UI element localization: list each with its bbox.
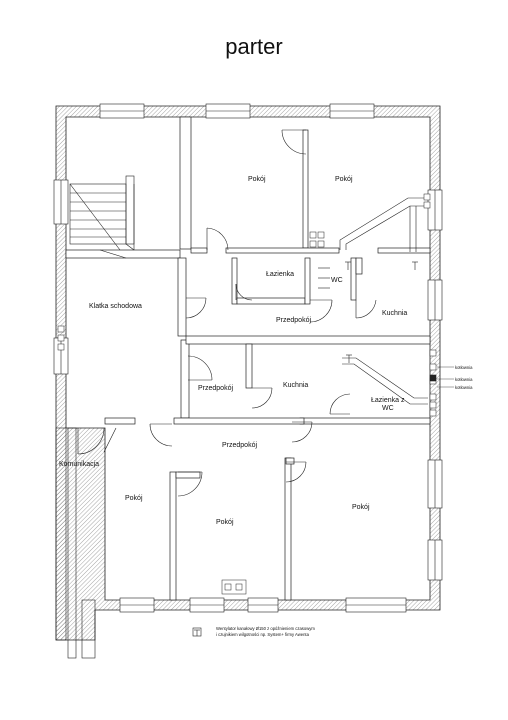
vent-ducts [318, 197, 428, 405]
room-label: Przedpokój [198, 385, 234, 392]
room-label: Pokój [335, 176, 353, 183]
room-label: WC [382, 405, 394, 412]
annotation-label: kotłownia [455, 365, 473, 370]
room-label: Przedpokój [276, 317, 312, 324]
windows [53, 103, 443, 613]
legend-line: i czujnikiem wilgotności np. System+ fir… [216, 631, 309, 637]
room-label: Kuchnia [382, 310, 408, 317]
doors [77, 129, 377, 497]
room-label: Pokój [125, 495, 143, 502]
room-label: Łazienka z [371, 397, 405, 404]
annotation-label: kotłownia [455, 377, 473, 382]
room-label: Przedpokój [222, 442, 258, 449]
fan-icon [192, 627, 202, 637]
room-label: Kuchnia [283, 382, 309, 389]
room-label: WC [331, 277, 343, 284]
interior-walls [65, 116, 431, 601]
room-label: Komunikacja [59, 461, 100, 468]
room-label: Pokój [352, 504, 370, 511]
room-label: Klatka schodowa [89, 303, 142, 310]
room-label: Łazienka [266, 271, 295, 278]
page-title: parter [225, 34, 283, 59]
legend-line: Wentylator kanałowy Ø150 z opóźnieniem c… [216, 626, 315, 631]
legend: Wentylator kanałowy Ø150 z opóźnieniem c… [216, 626, 315, 637]
room-label: Pokój [248, 176, 266, 183]
vent-grilles [57, 193, 437, 595]
staircase [69, 175, 135, 259]
fan-symbols [345, 261, 437, 382]
komunikacja-wall [55, 427, 67, 641]
annotation-label: kotłownia [455, 385, 473, 390]
annotation-leaders [437, 366, 454, 388]
room-label: Pokój [216, 519, 234, 526]
